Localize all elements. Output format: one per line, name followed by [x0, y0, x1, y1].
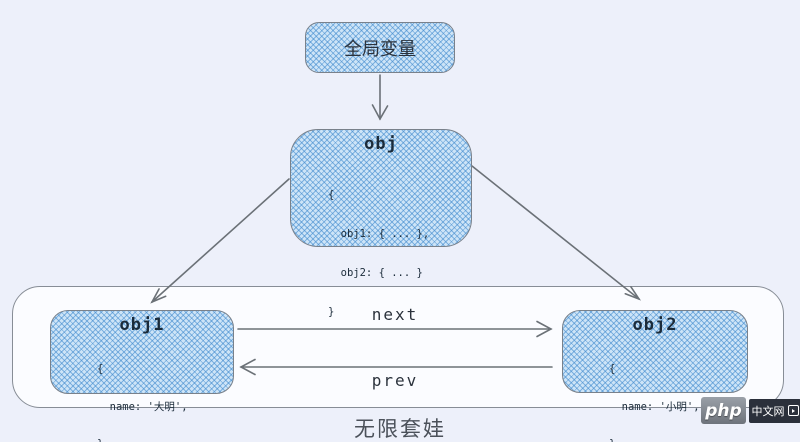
php-cn-label: 中文网 [749, 398, 800, 423]
node-obj2-title: obj2 [632, 315, 678, 335]
arrow-obj-to-obj1 [150, 178, 290, 304]
code-line: } [328, 306, 335, 318]
node-global-var-label: 全局变量 [344, 38, 416, 60]
play-icon [787, 405, 799, 416]
arrow-obj-to-obj2 [471, 165, 642, 301]
node-obj1-title: obj1 [119, 315, 165, 335]
edge-label-next: next [371, 305, 419, 324]
code-line: name: '大明', [97, 400, 188, 413]
arrow-global-to-obj [371, 74, 389, 121]
node-obj: obj { obj1: { ... }, obj2: { ... } } [290, 129, 472, 318]
node-obj-title: obj [364, 134, 398, 154]
node-obj2: obj2 { name: '小明', } [562, 310, 748, 442]
diagram-caption: 无限套娃 [354, 417, 446, 441]
node-obj1: obj1 { name: '大明', } [50, 310, 234, 442]
arrow-prev [239, 358, 553, 376]
php-cn-text: 中文网 [751, 404, 785, 418]
code-line: name: '小明', [609, 400, 700, 413]
php-logo: php [701, 397, 746, 424]
node-global-var: 全局变量 [305, 22, 455, 73]
code-line: obj1: { ... }, [328, 228, 430, 240]
code-line: { [97, 363, 104, 375]
edge-label-prev: prev [371, 371, 419, 390]
node-obj1-code: { name: '大明', } [51, 338, 233, 442]
code-line: } [609, 438, 747, 442]
arrow-next [237, 320, 553, 338]
code-line: } [97, 438, 233, 442]
node-obj2-code: { name: '小明', } [563, 338, 747, 442]
code-line: { [328, 189, 335, 201]
php-cn-watermark: php 中文网 [701, 397, 800, 424]
code-line: { [609, 363, 616, 375]
node-obj-code: { obj1: { ... }, obj2: { ... } } [291, 163, 471, 345]
code-line: obj2: { ... } [328, 267, 423, 279]
